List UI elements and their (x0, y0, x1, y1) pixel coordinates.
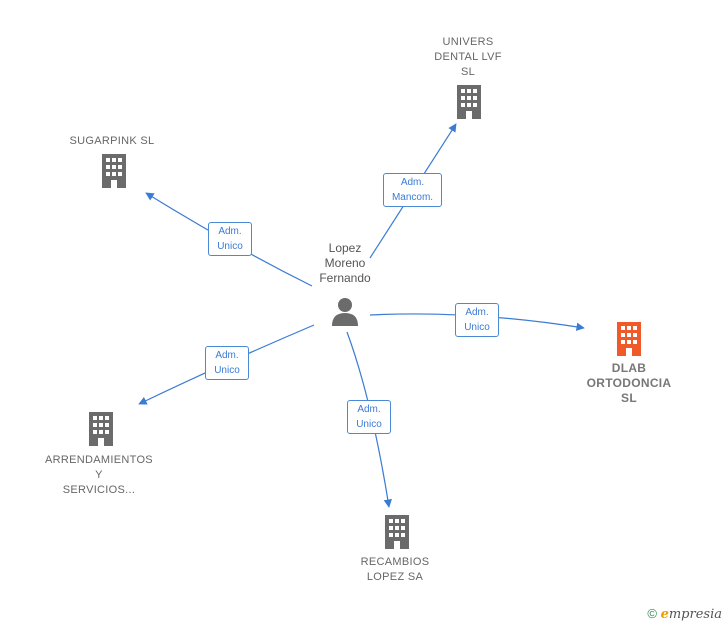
company-label-recambios[interactable]: RECAMBIOS LOPEZ SA (360, 556, 430, 583)
person-icon[interactable] (330, 296, 360, 326)
relation-label-dlab[interactable]: Adm. Unico (455, 303, 499, 337)
building-icon[interactable] (454, 85, 484, 121)
relation-label-univers[interactable]: Adm. Mancom. (383, 173, 442, 207)
building-icon[interactable] (614, 322, 644, 358)
building-icon[interactable] (382, 515, 412, 551)
company-label-arrendamientos[interactable]: ARRENDAMIENTOS Y SERVICIOS... (45, 454, 153, 496)
company-label-univers[interactable]: UNIVERS DENTAL LVF SL (434, 36, 502, 78)
company-label-sugarpink[interactable]: SUGARPINK SL (69, 135, 155, 147)
relation-label-recambios[interactable]: Adm. Unico (347, 400, 391, 434)
brand-footer: © empresia (647, 606, 722, 622)
relation-label-sugarpink[interactable]: Adm. Unico (208, 222, 252, 256)
company-label-dlab[interactable]: DLAB ORTODONCIA SL (586, 361, 672, 405)
building-icon[interactable] (86, 412, 116, 448)
brand-logo: empresia (660, 607, 722, 622)
relation-label-arrendamientos[interactable]: Adm. Unico (205, 346, 249, 380)
copyright-icon: © (647, 606, 657, 621)
building-icon[interactable] (99, 154, 129, 190)
person-name[interactable]: Lopez Moreno Fernando (319, 241, 371, 285)
